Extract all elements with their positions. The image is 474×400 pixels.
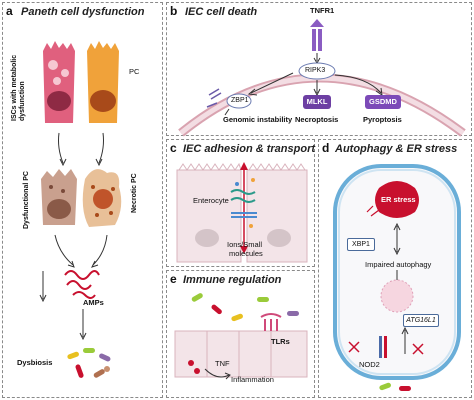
pyroptosis-label: Pyroptosis [363,115,402,124]
bacteria-icon [379,382,391,391]
amps-icon [64,270,100,280]
necroptosis-label: Necroptosis [295,115,339,124]
panel-e-letter: e [170,272,177,286]
panel-c-title: IEC adhesion & transport [183,143,316,155]
panel-a-letter: a [6,4,13,18]
panel-b: b IEC cell death TNFR1 RIPK3 [166,2,472,137]
genomic-instability-label: Genomic instability [223,115,293,124]
nod2-label: NOD2 [359,360,380,369]
nod2-receptor-icon [379,336,382,358]
tnfr1-receptor-icon [312,29,316,51]
pc-label: PC [129,67,140,76]
er-stress-label: ER stress [381,195,416,204]
ripk3-label: RIPK3 [305,67,326,74]
panel-a-title: Paneth cell dysfunction [21,6,145,18]
amps-label: AMPs [83,298,104,307]
panel-a-art [39,41,122,378]
tnfr1-label: TNFR1 [310,6,335,15]
impaired-autophagy-label: Impaired autophagy [365,260,432,269]
enterocyte-label: Enterocyte [193,196,229,205]
tlr-receptor-icon [260,313,282,318]
zbp1-node [226,93,252,109]
er-stress-icon [375,181,419,218]
panel-b-title: IEC cell death [185,6,258,18]
tlrs-label: TLRs [271,337,290,346]
tnf-label: TNF [215,359,230,368]
dysfunctional-pc-label: Dysfunctional PC [23,171,30,229]
panel-d: d Autophagy & ER stress ER stress XBP1 I… [318,139,472,398]
dna-fragment-icon [206,88,222,108]
ions-label-line2: molecules [229,249,263,258]
panel-e-title: Immune regulation [183,274,282,286]
ions-label-line1: Ions/Small [227,240,263,249]
zbp1-label: ZBP1 [231,97,249,104]
atg16l1-box: ATG16L1 [403,314,439,327]
panel-a: a Paneth cell dysfunction [2,2,163,398]
panel-c-art [176,162,308,263]
autophagosome-icon [380,279,414,313]
x-mark-icon [348,341,360,353]
junction-protein-icon [230,189,256,195]
isc-label: ISCs with metabolic dysfunction [11,54,26,121]
panel-b-letter: b [170,4,178,18]
necrotic-pc-label: Necrotic PC [131,173,138,213]
panel-c-letter: c [170,141,177,155]
ripk3-node [298,62,336,80]
dysbiosis-label: Dysbiosis [17,358,53,367]
gsdmd-box: GSDMD [365,95,401,109]
bacteria-icon [191,293,203,302]
panel-d-title: Autophagy & ER stress [335,143,458,155]
panel-d-letter: d [322,141,330,155]
panel-d-art [333,164,461,391]
panel-b-art [178,19,466,137]
panel-c: c IEC adhesion & transport Enterocyte Io… [166,139,315,267]
inflammation-label: Inflammation [231,375,274,384]
panel-e-art [174,293,308,380]
mlkl-box: MLKL [303,95,331,109]
xbp1-box: XBP1 [347,238,375,251]
bacteria-icon [67,351,79,360]
panel-e: e Immune regulation TLRs TNF Inflammatio… [166,270,315,398]
